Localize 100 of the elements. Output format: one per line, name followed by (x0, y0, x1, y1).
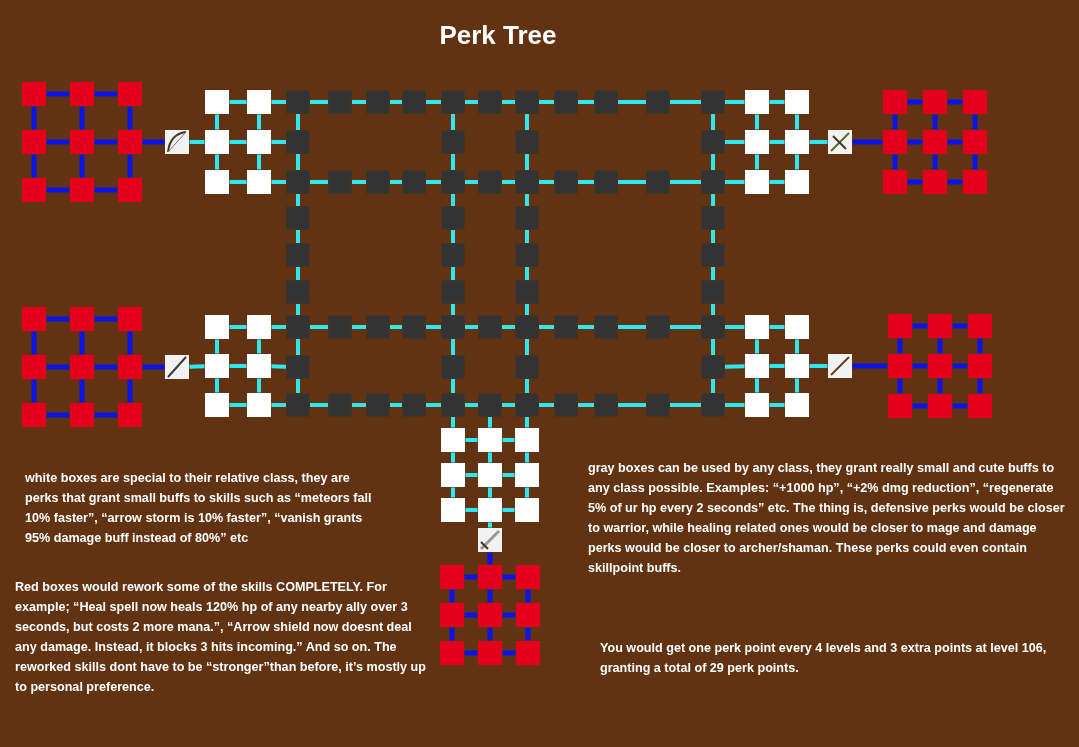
perk-square (441, 170, 465, 194)
connector-line (907, 179, 923, 185)
connector-line (451, 114, 455, 130)
perk-square (440, 641, 464, 665)
perk-square (963, 90, 987, 114)
perk-square (785, 130, 809, 154)
perk-square (366, 315, 390, 339)
perk-square (785, 90, 809, 114)
connector-line (525, 487, 529, 498)
perk-square (515, 170, 539, 194)
perk-square (745, 354, 769, 378)
connector-line (215, 339, 219, 354)
connector-line (525, 589, 531, 603)
perk-square (441, 315, 465, 339)
perk-square (888, 394, 912, 418)
perk-square (478, 393, 502, 417)
perk-square (118, 403, 142, 427)
connector-line (539, 100, 554, 104)
connector-line (229, 325, 247, 329)
connector-line (142, 364, 165, 370)
perk-square (515, 428, 539, 452)
perk-square (247, 90, 271, 114)
perk-square (70, 307, 94, 331)
connector-line (31, 106, 37, 130)
perk-square (968, 354, 992, 378)
connector-line (892, 114, 898, 130)
connector-line (907, 139, 923, 145)
connector-line (79, 331, 85, 355)
connector-line (502, 180, 515, 184)
perk-square (554, 90, 578, 114)
connector-line (46, 139, 70, 145)
connector-line (769, 140, 785, 144)
connector-line (94, 139, 118, 145)
perk-square (701, 355, 725, 379)
perk-square (328, 393, 352, 417)
perk-square (70, 403, 94, 427)
perk-square (554, 393, 578, 417)
connector-line (390, 100, 402, 104)
perk-square (402, 315, 426, 339)
perk-square (701, 130, 725, 154)
connector-line (932, 114, 938, 130)
perk-square (883, 130, 907, 154)
connector-line (711, 230, 715, 243)
connector-line (755, 378, 759, 393)
perk-square (441, 243, 465, 267)
perk-square (554, 315, 578, 339)
perk-square (402, 90, 426, 114)
connector-line (464, 574, 478, 580)
connector-line (271, 325, 286, 329)
connector-line (724, 364, 745, 369)
connector-line (352, 180, 366, 184)
perk-square (286, 355, 310, 379)
connector-line (390, 403, 402, 407)
perk-square (968, 314, 992, 338)
perk-square (205, 315, 229, 339)
perk-square (22, 130, 46, 154)
connector-line (755, 339, 759, 354)
connector-line (487, 589, 493, 603)
connector-line (488, 417, 492, 428)
perk-square (478, 170, 502, 194)
perk-square (701, 280, 725, 304)
connector-line (487, 552, 493, 565)
perk-square (286, 206, 310, 230)
perk-square (701, 170, 725, 194)
connector-line (465, 180, 478, 184)
connector-line (229, 364, 247, 368)
perk-square (785, 354, 809, 378)
connector-line (725, 325, 745, 329)
title: Perk Tree (438, 20, 558, 51)
connector-line (465, 473, 478, 477)
connector-line (271, 364, 287, 369)
perk-square (883, 170, 907, 194)
connector-line (257, 378, 261, 393)
connector-line (795, 154, 799, 170)
connector-line (229, 100, 247, 104)
connector-line (670, 325, 701, 329)
connector-line (795, 114, 799, 130)
connector-line (618, 100, 646, 104)
connector-line (390, 180, 402, 184)
perk-square (963, 170, 987, 194)
perk-square (286, 393, 310, 417)
connector-line (947, 179, 963, 185)
perk-square (118, 307, 142, 331)
connector-line (127, 331, 133, 355)
connector-line (947, 99, 963, 105)
perk-square (366, 90, 390, 114)
connector-line (426, 180, 441, 184)
connector-line (937, 378, 943, 394)
perk-square (515, 243, 539, 267)
connector-line (670, 100, 701, 104)
perk-square (440, 603, 464, 627)
perk-square (516, 641, 540, 665)
perk-square (515, 280, 539, 304)
connector-line (79, 379, 85, 403)
perk-square (478, 603, 502, 627)
connector-line (488, 522, 492, 528)
perk-square (923, 90, 947, 114)
connector-line (451, 230, 455, 243)
connector-line (296, 339, 300, 355)
perk-square (247, 170, 271, 194)
